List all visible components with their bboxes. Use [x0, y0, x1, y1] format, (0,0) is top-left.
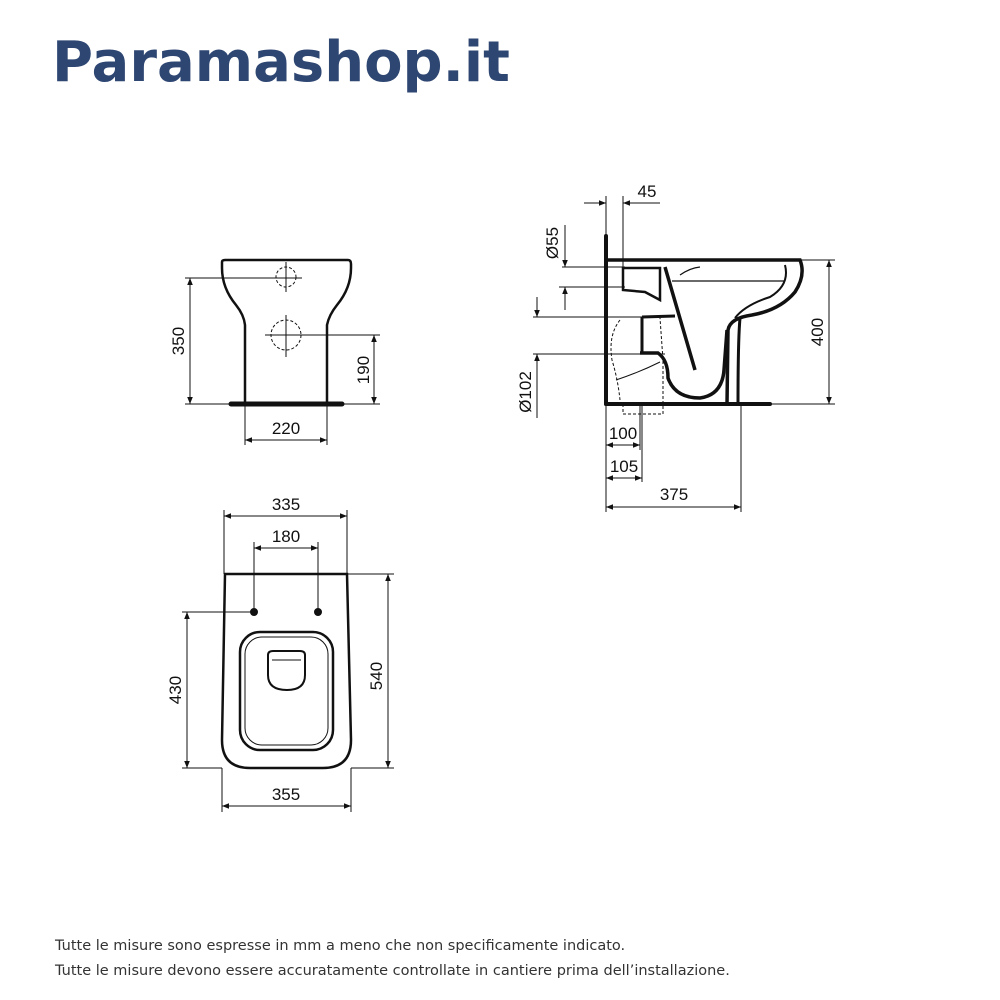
dim-375: 375	[660, 485, 688, 504]
side-outline	[606, 258, 804, 405]
dim-220: 220	[272, 419, 300, 438]
dim-540: 540	[367, 662, 386, 690]
dim-355: 355	[272, 785, 300, 804]
dim-180: 180	[272, 527, 300, 546]
footer-note-2: Tutte le misure devono essere accuratame…	[55, 963, 730, 979]
dim-190: 190	[354, 356, 373, 384]
front-outline	[220, 258, 353, 404]
front-view	[185, 258, 380, 445]
dim-100: 100	[609, 424, 637, 443]
dim-350: 350	[169, 327, 188, 355]
side-view	[533, 196, 835, 512]
dim-400: 400	[808, 318, 827, 346]
dim-d55: Ø55	[543, 227, 562, 259]
dim-335: 335	[272, 495, 300, 514]
top-view	[182, 510, 394, 812]
dim-105: 105	[610, 457, 638, 476]
trap	[663, 266, 697, 371]
footer-note-1: Tutte le misure sono espresse in mm a me…	[55, 938, 626, 954]
footer-notes: Tutte le misure sono espresse in mm a me…	[55, 934, 730, 984]
brand-logo: Paramashop.it	[52, 30, 510, 95]
dim-45: 45	[638, 182, 657, 201]
seat-lid	[267, 650, 306, 692]
seat	[238, 630, 335, 752]
dim-d102: Ø102	[516, 371, 535, 413]
top-outline	[220, 572, 353, 770]
dim-430: 430	[166, 676, 185, 704]
